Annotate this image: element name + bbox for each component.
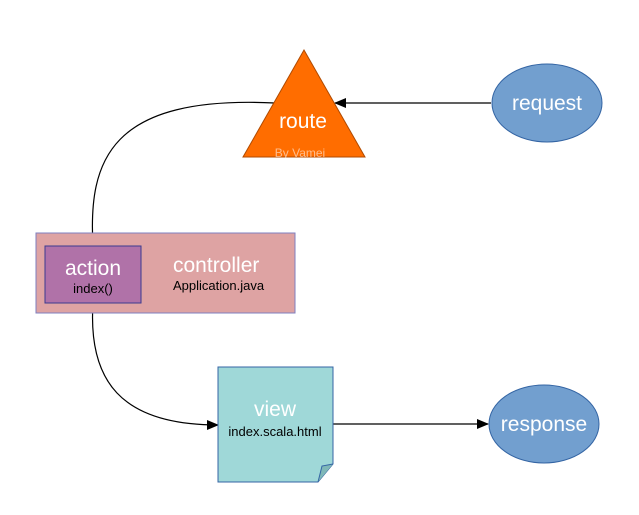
edge-action-to-view xyxy=(91,302,219,430)
watermark-text: By Vamei xyxy=(275,146,325,160)
request-node: request xyxy=(491,63,603,143)
response-ellipse xyxy=(488,384,600,464)
edge-route-to-action xyxy=(87,101,276,247)
controller-subtitle: Application.java xyxy=(173,278,265,293)
action-subtitle: index() xyxy=(73,281,113,296)
action-node: action index() xyxy=(44,245,142,304)
view-page-fold xyxy=(317,463,334,483)
request-ellipse xyxy=(491,63,603,143)
controller-node: controller Application.java xyxy=(35,232,296,314)
route-node: route By Vamei xyxy=(242,48,366,160)
view-node: view index.scala.html xyxy=(217,366,334,483)
response-node: response xyxy=(488,384,600,464)
request-label: request xyxy=(512,92,582,115)
view-label: view xyxy=(254,398,297,421)
view-subtitle: index.scala.html xyxy=(228,424,321,439)
action-box xyxy=(44,245,142,304)
action-label: action xyxy=(65,257,121,280)
response-label: response xyxy=(501,413,587,436)
route-triangle xyxy=(242,48,366,158)
controller-label: controller xyxy=(173,254,259,277)
route-label: route xyxy=(279,110,327,133)
